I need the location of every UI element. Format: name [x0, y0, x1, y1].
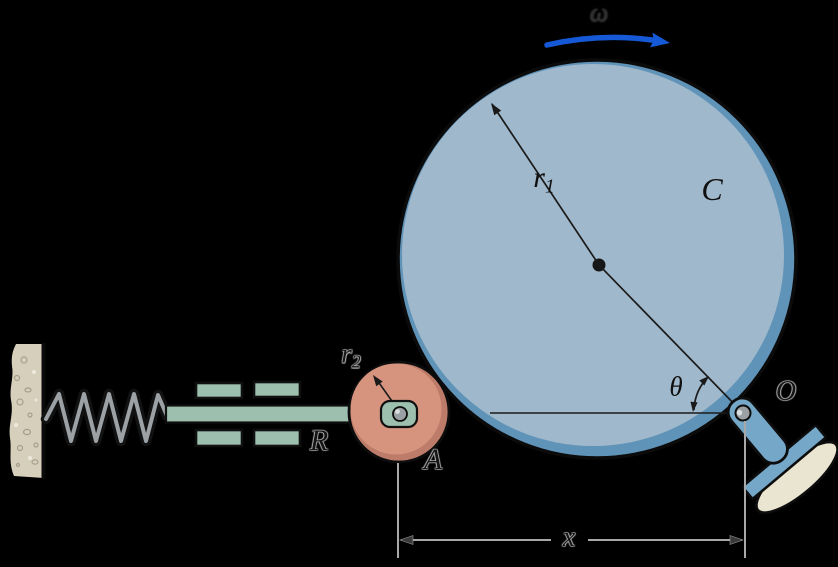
label-rod-r: R — [309, 424, 329, 457]
dimension-arrowhead-left — [399, 535, 414, 545]
guide-block — [252, 380, 302, 399]
angle-annotation — [490, 376, 740, 414]
pivot-pin — [734, 404, 752, 422]
guide-block — [194, 428, 244, 448]
label-r2-subscript: 2 — [351, 351, 361, 372]
spring — [40, 388, 173, 447]
label-distance-x: x — [562, 522, 576, 553]
r1-arrowhead — [491, 103, 502, 116]
wall — [9, 343, 46, 479]
rotation-arrowhead — [650, 32, 670, 48]
spring-coil-highlight — [44, 392, 169, 443]
theta-arrowhead-upper — [699, 376, 709, 386]
label-r1-base: r — [533, 160, 545, 194]
dimension-arrowhead-right — [729, 535, 744, 545]
rotation-arrow-shaft — [544, 34, 655, 48]
guide-block — [194, 381, 244, 400]
label-omega: ω — [589, 0, 609, 27]
wall-speckles — [13, 356, 39, 468]
guide-block — [252, 428, 302, 448]
label-pivot-o: O — [775, 376, 797, 407]
wall-body — [9, 344, 45, 478]
pivot-pin-highlight — [736, 409, 743, 416]
radius-annotation — [491, 103, 743, 413]
r1-line — [491, 103, 743, 413]
rod-end-cap — [379, 399, 419, 429]
rotation-arrow — [544, 32, 670, 48]
label-r2-base: r — [341, 338, 352, 369]
cam-disk — [396, 58, 798, 460]
label-theta: θ — [669, 371, 683, 402]
label-cam-c: C — [701, 171, 723, 207]
label-r1: r1 — [533, 160, 555, 198]
label-r1-subscript: 1 — [544, 175, 555, 198]
wall-edge-line — [41, 343, 46, 479]
theta-arrowhead-lower — [690, 401, 698, 412]
roller-pin-highlight — [395, 409, 400, 414]
label-r2: r2 — [341, 338, 361, 372]
label-roller-a: A — [423, 443, 443, 476]
r2-arrowhead — [373, 375, 383, 387]
x-dimension — [397, 421, 746, 558]
pivot-support — [726, 396, 838, 514]
roller-pin — [392, 406, 408, 422]
